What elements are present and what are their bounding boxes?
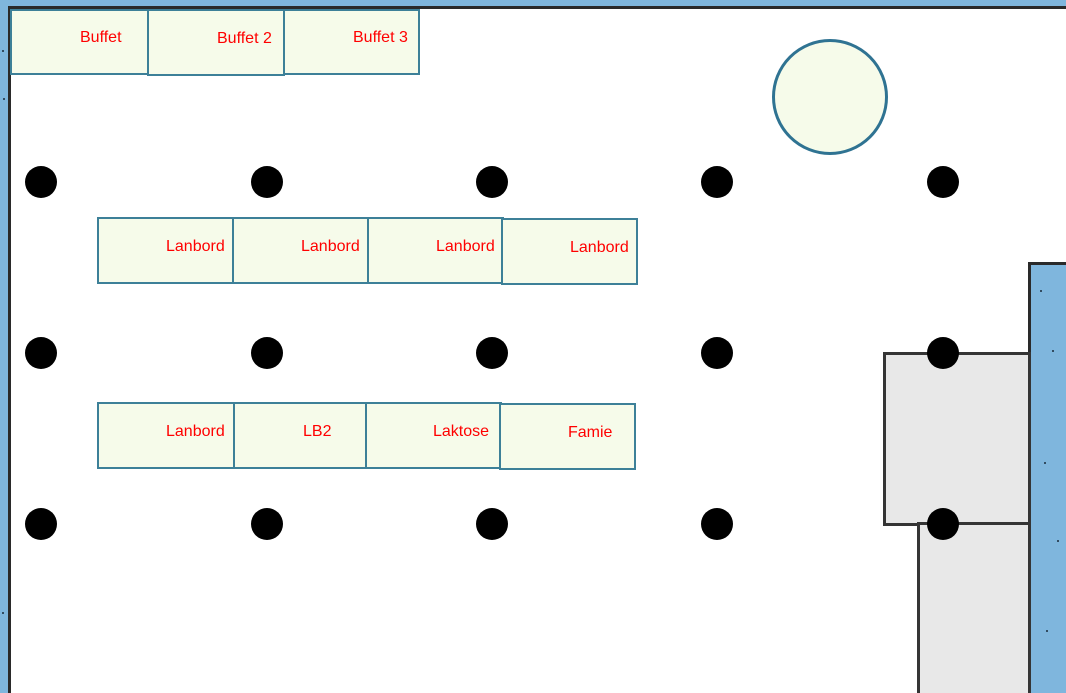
buffet-table-3[interactable]: Buffet 3 (283, 9, 420, 75)
wall-speck (2, 50, 4, 52)
long-table-4[interactable]: Lanbord (501, 218, 638, 285)
hall-floor (8, 6, 1066, 693)
wall-speck (2, 612, 4, 614)
outer-wall-notch (1028, 262, 1066, 693)
long-table-8[interactable]: Famie (499, 403, 636, 470)
pillar (251, 508, 283, 540)
pillar (251, 337, 283, 369)
wall-speck (1044, 462, 1046, 464)
side-room-lower (917, 522, 1031, 693)
pillar (701, 166, 733, 198)
table-label: LB2 (303, 423, 332, 440)
pillar (25, 337, 57, 369)
round-table[interactable] (772, 39, 888, 155)
table-label: Laktose (433, 423, 490, 440)
pillar (476, 508, 508, 540)
long-table-7[interactable]: Laktose (365, 402, 502, 469)
pillar (701, 337, 733, 369)
pillar (25, 166, 57, 198)
long-table-6[interactable]: LB2 (233, 402, 368, 469)
long-table-5[interactable]: Lanbord (97, 402, 237, 469)
long-table-1[interactable]: Lanbord (97, 217, 235, 284)
wall-speck (1052, 350, 1054, 352)
table-label: Famie (568, 424, 613, 441)
pillar (927, 508, 959, 540)
table-label: Buffet (80, 29, 122, 46)
table-label: Buffet 3 (353, 29, 408, 46)
table-label: Lanbord (166, 423, 225, 440)
pillar (251, 166, 283, 198)
wall-speck (3, 98, 5, 100)
wall-speck (1046, 630, 1048, 632)
table-label: Lanbord (570, 239, 629, 256)
pillar (476, 166, 508, 198)
long-table-3[interactable]: Lanbord (367, 217, 504, 284)
long-table-2[interactable]: Lanbord (232, 217, 370, 284)
pillar (25, 508, 57, 540)
table-label: Lanbord (166, 238, 225, 255)
side-room-upper (883, 352, 1031, 526)
table-label: Buffet 2 (217, 30, 272, 47)
buffet-table-1[interactable]: Buffet (10, 9, 149, 75)
table-label: Lanbord (301, 238, 360, 255)
pillar (927, 337, 959, 369)
pillar (927, 166, 959, 198)
buffet-table-2[interactable]: Buffet 2 (147, 9, 285, 76)
pillar (476, 337, 508, 369)
table-label: Lanbord (436, 238, 495, 255)
pillar (701, 508, 733, 540)
wall-speck (1040, 290, 1042, 292)
wall-speck (1057, 540, 1059, 542)
